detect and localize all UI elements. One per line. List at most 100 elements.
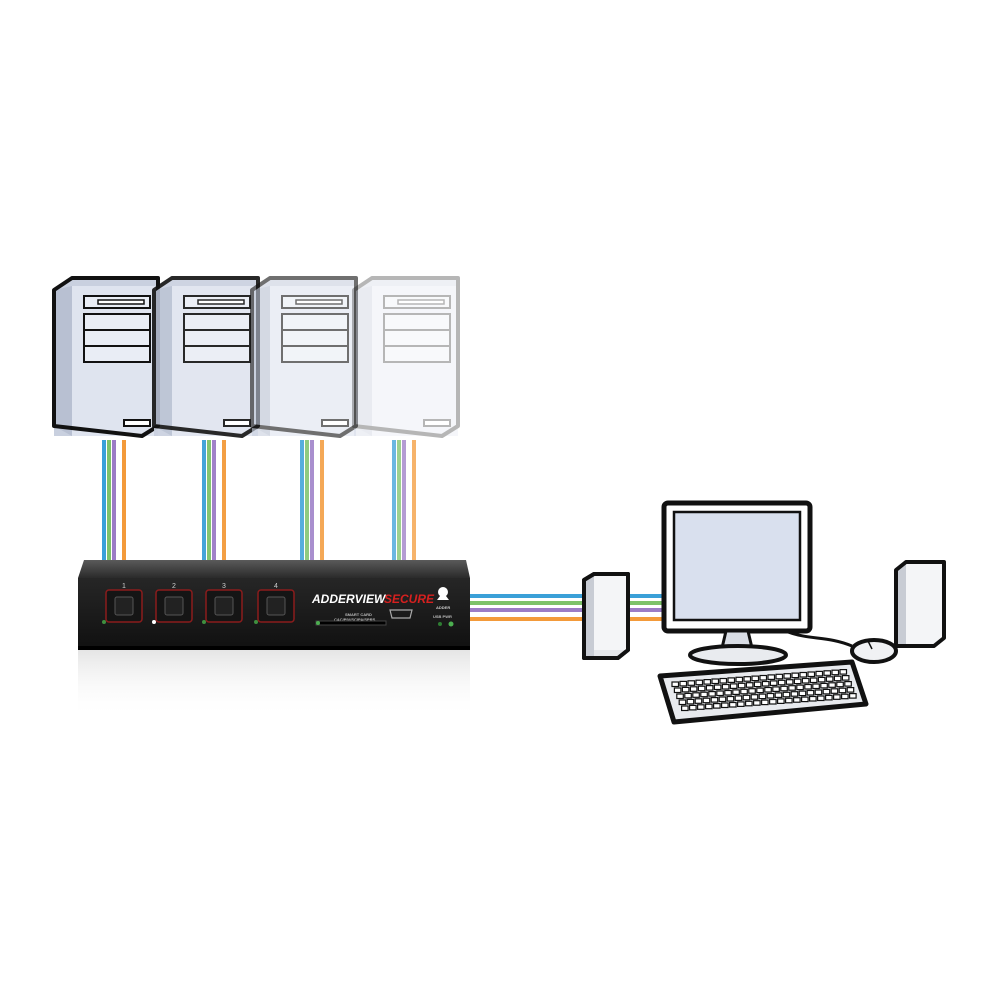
keyboard-key (678, 699, 687, 706)
keyboard-key (831, 669, 840, 676)
keyboard-key (817, 676, 826, 683)
monitor-icon (661, 500, 813, 666)
keyboard-key (761, 680, 770, 687)
brand-main: ADDERVIEW (311, 592, 387, 606)
brand-accent: SECURE (384, 592, 435, 606)
keyboard-key (756, 687, 764, 694)
keyboard-key (830, 688, 839, 694)
keyboard-key (768, 698, 777, 705)
keyboard-key (808, 695, 817, 702)
keyboard-key (721, 683, 730, 690)
keyboard-key (711, 678, 720, 685)
keyboard-key (766, 692, 775, 699)
keyboard-key (710, 696, 719, 703)
usb-led (438, 622, 442, 626)
keyboard-key (753, 681, 762, 688)
keyboard-key (713, 684, 722, 691)
reader-caption-2: CAC/PIV/SCIPA/SPRS (334, 617, 376, 622)
keyboard-key (695, 679, 704, 686)
speaker-icon (582, 572, 630, 660)
speaker-icon (894, 560, 946, 648)
computer-tower-icon (152, 276, 260, 438)
keyboard-key (777, 679, 786, 686)
keyboard-key (743, 676, 752, 682)
keyboard-key (772, 686, 780, 693)
reader-caption-1: SMART CARD (345, 612, 372, 617)
keyboard-key (825, 676, 834, 682)
keyboard-key (816, 695, 825, 702)
keyboard-key (801, 677, 810, 684)
keyboard-key (839, 668, 848, 675)
keyboard-key (838, 687, 847, 694)
keyboard-key (804, 683, 812, 690)
keyboard-key (823, 670, 832, 676)
keyboard-key (832, 694, 841, 700)
keyboard-key (846, 686, 855, 693)
keyboard-key (785, 679, 794, 685)
keyboard-key (814, 689, 823, 696)
output-cables (470, 594, 668, 621)
port-led (102, 620, 106, 624)
keyboard-key (681, 686, 690, 693)
port-button-1[interactable]: 1 (102, 583, 143, 624)
port-led (202, 620, 206, 624)
keyboard-key (705, 684, 714, 691)
smart-card-slot (315, 620, 387, 626)
keyboard-key (673, 687, 682, 694)
keyboard-key (758, 693, 767, 700)
mouse-cable (787, 630, 853, 648)
keyboard-key (750, 694, 759, 700)
keyboard-key (807, 671, 816, 678)
keyboard-key (696, 704, 705, 710)
keyboard-key (792, 697, 801, 703)
mouse-icon (850, 638, 898, 664)
keyboard-key (734, 695, 743, 702)
keyboard-key (740, 688, 748, 695)
port-button-2[interactable]: 2 (152, 583, 193, 624)
logo-text: ADDER (436, 605, 450, 610)
keyboard-key (680, 705, 689, 712)
keyboard-key (775, 673, 784, 680)
keyboard-key (687, 680, 696, 686)
keyboard-key (689, 686, 698, 692)
keyboard-key (844, 680, 852, 687)
keyboard-key (780, 685, 788, 692)
port-button-4[interactable]: 4 (254, 583, 295, 624)
keyboard-key (751, 675, 760, 682)
keyboard-key (742, 694, 751, 701)
keyboard-key (728, 701, 737, 708)
keyboard-key (745, 682, 754, 688)
port-led (152, 620, 156, 624)
keyboard-key (800, 696, 809, 703)
keyboard-key (729, 683, 738, 690)
keyboard-key (776, 698, 785, 705)
keyboard-key (748, 688, 756, 694)
keyboard-key (774, 692, 783, 699)
keyboard-key (684, 692, 692, 699)
keyboard-key (736, 701, 745, 708)
port-button-3[interactable]: 3 (202, 583, 243, 624)
keyboard-key (783, 673, 792, 679)
port-led (254, 620, 258, 624)
keyboard-key (759, 674, 768, 681)
keyboard-key (744, 700, 753, 707)
keyboard-key (833, 675, 842, 682)
port-label: 3 (222, 583, 226, 590)
keyboard-key (822, 688, 831, 695)
keyboard-key (727, 677, 736, 684)
keyboard-key (718, 696, 727, 703)
keyboard-key (815, 670, 824, 677)
keyboard-key (708, 690, 716, 697)
keyboard-key (735, 676, 744, 683)
computer-tower-icon (250, 276, 358, 438)
keyboard-key (764, 686, 772, 693)
keyboard-key (848, 692, 857, 699)
keyboard-key (824, 694, 833, 701)
keyboard-key (676, 693, 684, 700)
keyboard-key (700, 691, 708, 698)
keyboard-key (702, 697, 711, 704)
keyboard-key (796, 684, 804, 691)
keyboard-key (686, 698, 695, 705)
